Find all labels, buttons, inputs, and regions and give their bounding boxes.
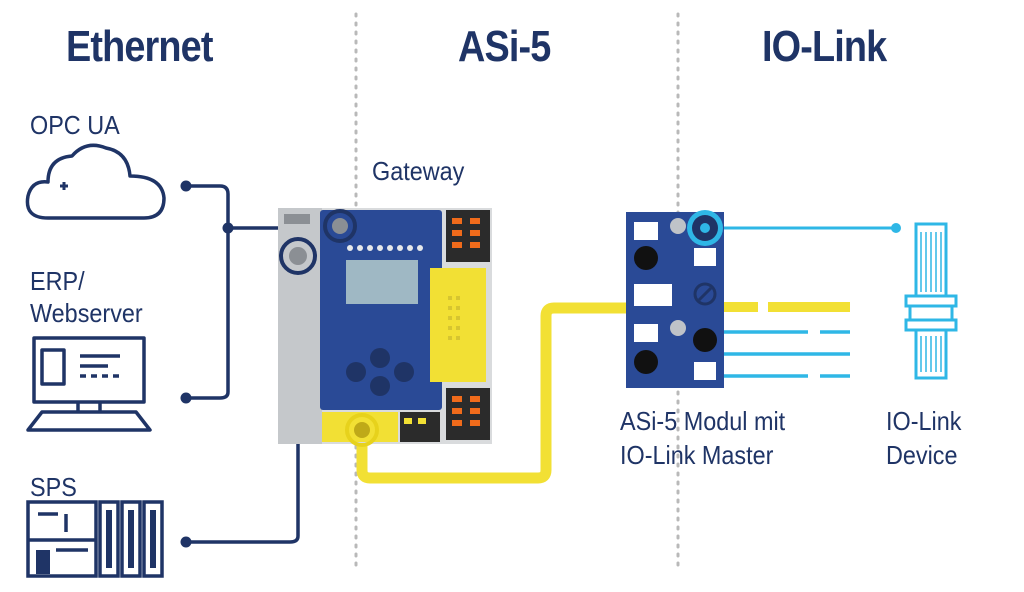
heading-asi5: ASi-5 (458, 22, 551, 71)
module-icon (626, 210, 724, 388)
label-device-line2: Device (886, 440, 958, 470)
heading-iolink: IO-Link (762, 22, 887, 71)
cloud-icon (25, 143, 166, 220)
asi-cable-end-2 (768, 302, 850, 312)
label-module-line2: IO-Link Master (620, 440, 774, 470)
label-module-line1: ASi-5 Modul mit (620, 406, 786, 436)
label-gateway: Gateway (372, 156, 465, 186)
heading-ethernet: Ethernet (66, 22, 213, 71)
iolink-ports-lines (718, 330, 850, 378)
label-opc-ua: OPC UA (30, 110, 120, 140)
label-erp: ERP/ (30, 266, 85, 296)
gateway-icon (278, 208, 492, 447)
iolink-connection-dot (891, 223, 901, 233)
label-device-line1: IO-Link (886, 406, 962, 436)
asi-cable (356, 302, 642, 484)
ethernet-junctions (180, 180, 234, 548)
plc-icon (26, 500, 164, 578)
computer-icon (26, 336, 152, 432)
label-sps: SPS (30, 472, 77, 502)
asi-cable-end-1 (718, 302, 758, 312)
sensor-icon (904, 222, 958, 380)
label-webserver: Webserver (30, 298, 143, 328)
